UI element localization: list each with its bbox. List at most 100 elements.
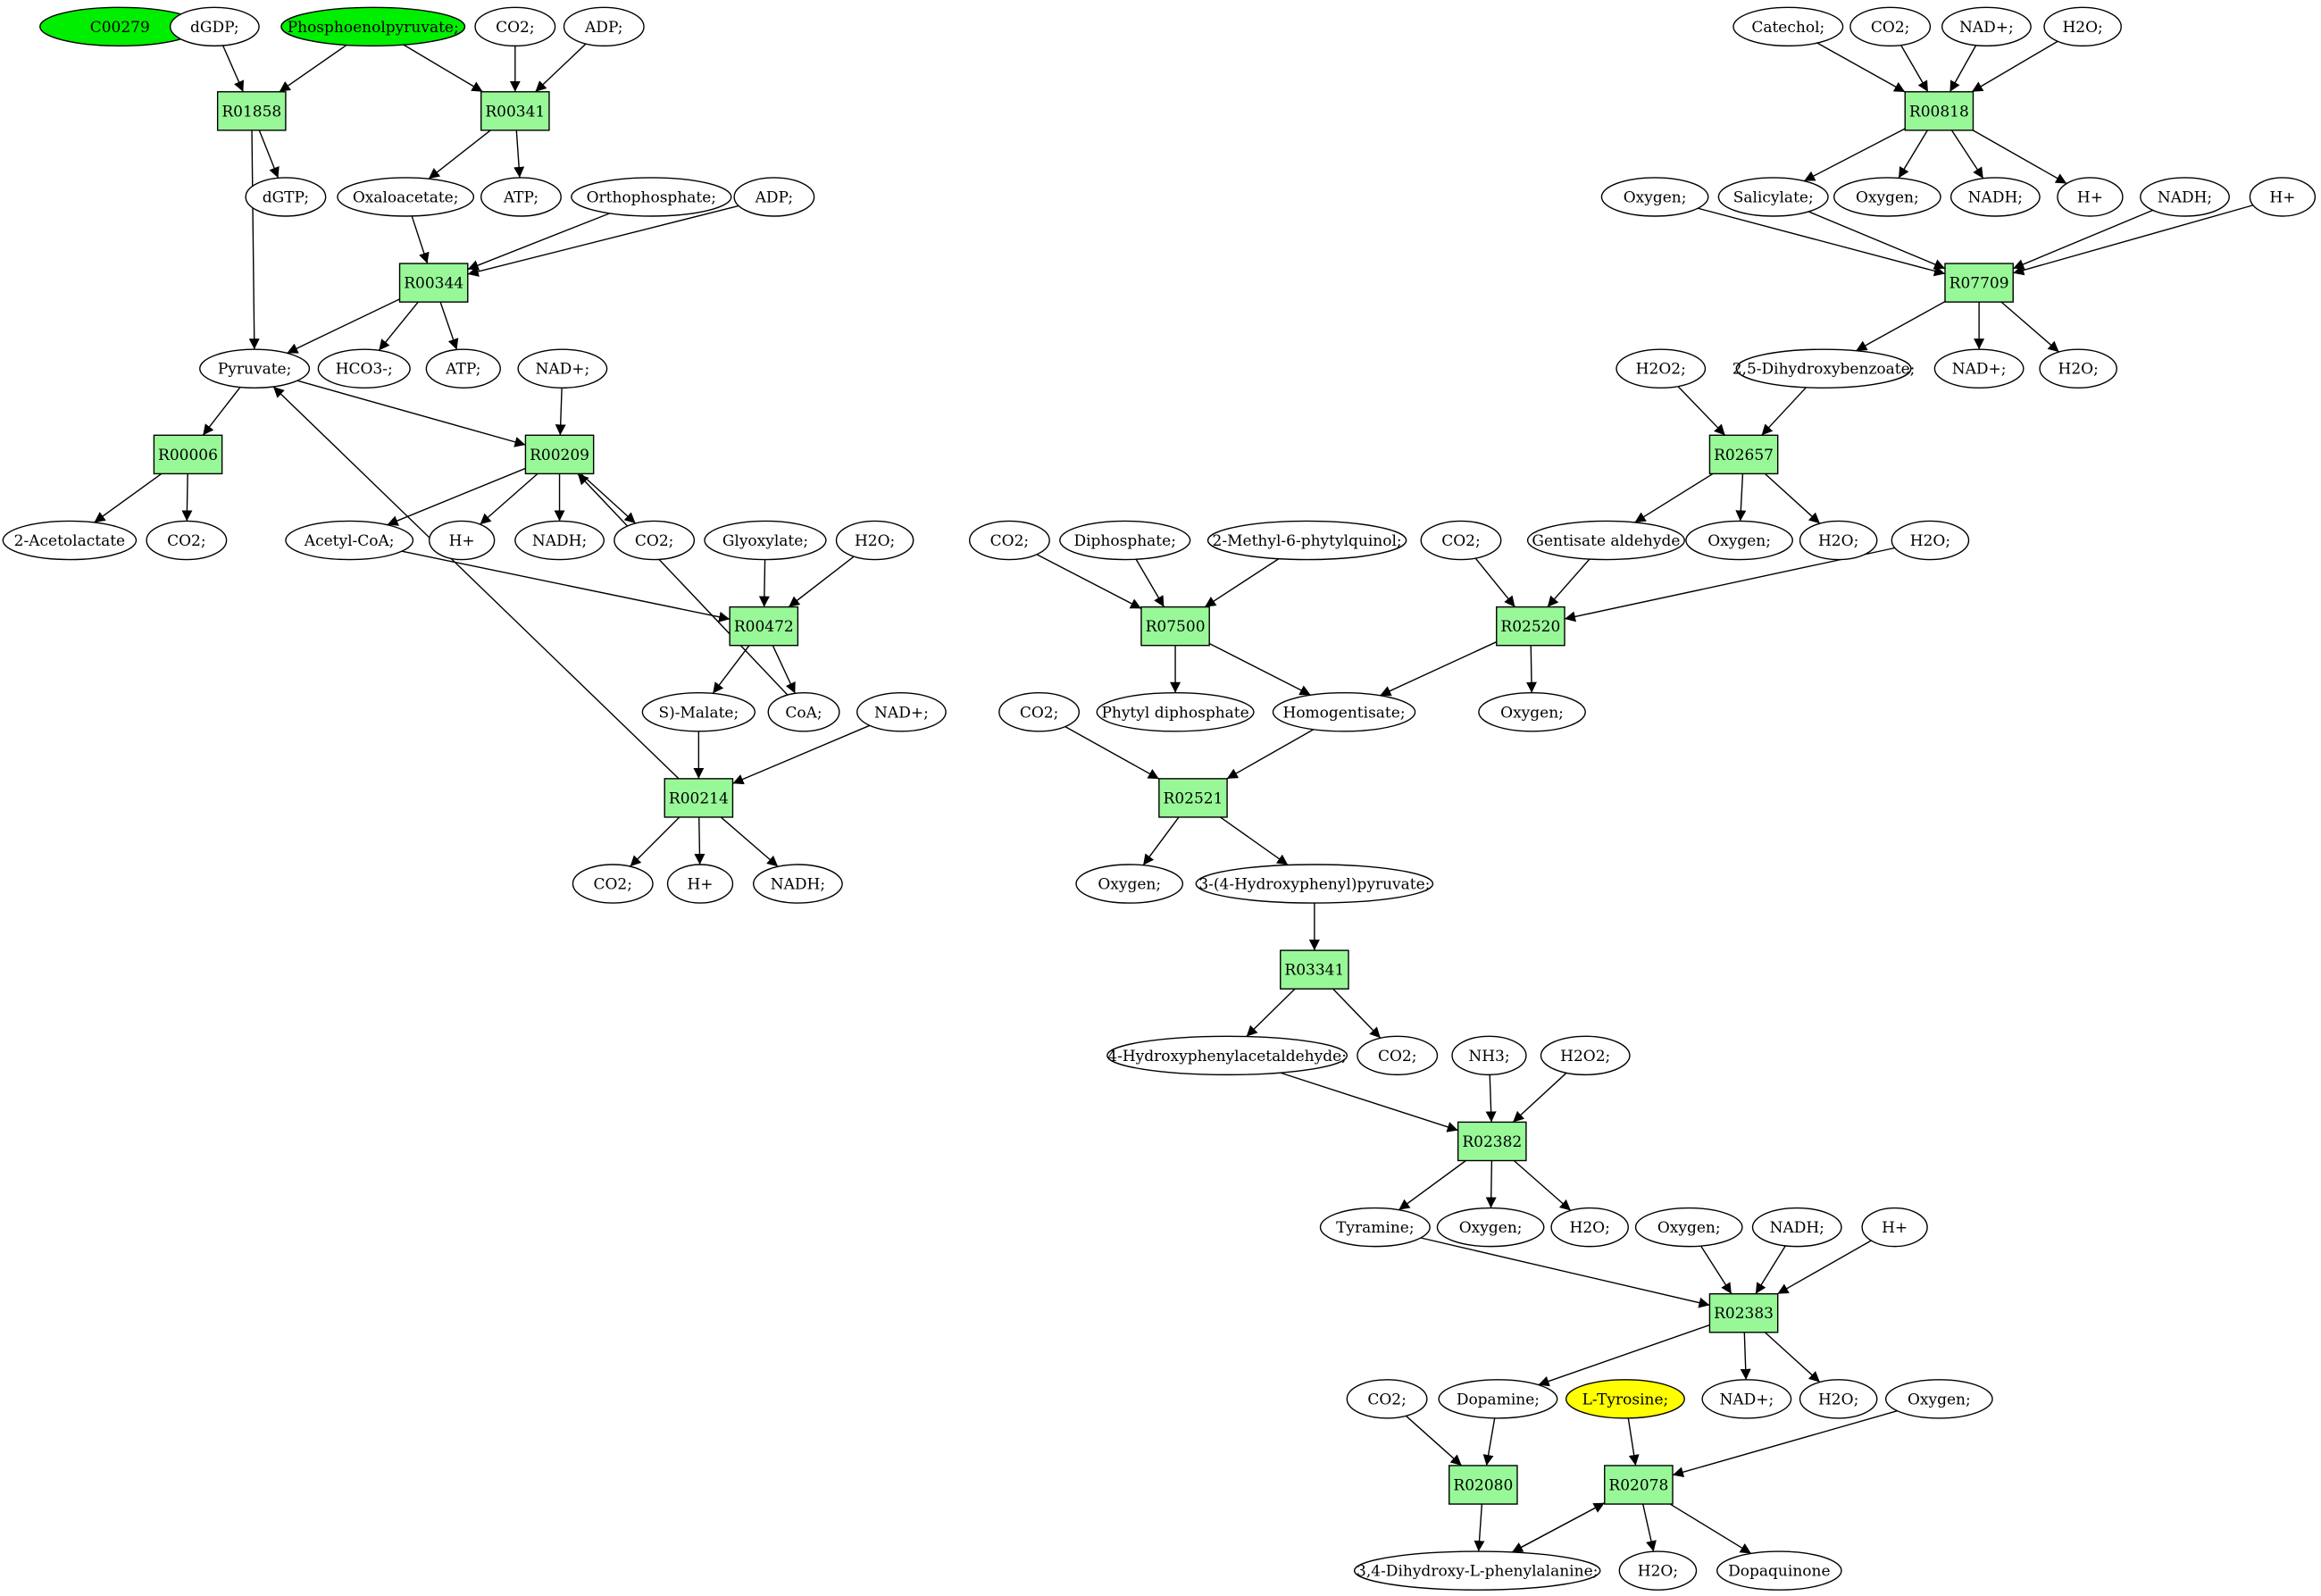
compound-node[interactable]: H2O; [2043, 6, 2122, 47]
compound-node[interactable]: H2O; [1550, 1207, 1629, 1248]
compound-node[interactable]: H+ [1861, 1207, 1928, 1248]
compound-label: Dopaquinone [1728, 1563, 1830, 1581]
compound-node[interactable]: 3-(4-Hydroxyphenyl)pyruvate; [1195, 864, 1434, 904]
compound-node[interactable]: 2,5-Dihydroxybenzoate; [1732, 348, 1916, 389]
compound-node[interactable]: Phytyl diphosphate [1096, 692, 1255, 732]
compound-node[interactable]: NAD+; [1933, 348, 2025, 389]
reaction-node[interactable]: R02383 [1708, 1292, 1779, 1333]
compound-node[interactable]: H+ [666, 864, 734, 904]
edge-c_Hp_d-to-R07709 [2013, 205, 2254, 276]
compound-node[interactable]: H2O; [2039, 348, 2117, 389]
compound-node[interactable]: H2O2; [1540, 1035, 1631, 1076]
compound-node[interactable]: CO2; [146, 520, 228, 561]
compound-node[interactable]: Oxygen; [1884, 1379, 1993, 1419]
compound-node[interactable]: NAD+; [856, 692, 947, 732]
compound-node[interactable]: Oxygen; [1685, 520, 1793, 561]
reaction-node[interactable]: R00006 [153, 434, 223, 475]
compound-node[interactable]: H2O; [1618, 1550, 1698, 1591]
reaction-node[interactable]: R01858 [216, 91, 287, 131]
reaction-node[interactable]: R03341 [1280, 949, 1349, 990]
compound-node[interactable]: ATP; [425, 348, 501, 389]
compound-node[interactable]: Oxygen; [1634, 1207, 1743, 1248]
compound-node[interactable]: NAD+; [517, 348, 608, 389]
compound-node[interactable]: 4-Hydroxyphenylacetaldehyde; [1106, 1035, 1348, 1076]
compound-node[interactable]: H2O; [1799, 1379, 1878, 1419]
compound-node[interactable]: NADH; [514, 520, 605, 561]
compound-node[interactable]: Gentisate aldehyde [1526, 520, 1685, 561]
reaction-node[interactable]: R00818 [1904, 91, 1975, 131]
reaction-node[interactable]: R02520 [1496, 606, 1565, 647]
compound-node[interactable]: H2O; [1799, 520, 1878, 561]
reaction-node[interactable]: R07709 [1944, 263, 2014, 303]
reaction-node[interactable]: R02382 [1457, 1121, 1527, 1162]
compound-node[interactable]: Catechol; [1732, 6, 1844, 47]
compound-node[interactable]: Homogentisate; [1272, 692, 1416, 732]
compound-label: Catechol; [1751, 19, 1824, 37]
reaction-node[interactable]: R00472 [729, 606, 799, 647]
compound-node[interactable]: ADP; [563, 6, 645, 47]
compound-node[interactable]: H+ [428, 520, 496, 561]
reaction-node[interactable]: R00214 [664, 778, 734, 818]
reaction-node[interactable]: R02080 [1449, 1465, 1518, 1505]
compound-node[interactable]: CO2; [474, 6, 556, 47]
compound-node[interactable]: NADH; [1949, 177, 2041, 217]
compound-node[interactable]: H+ [2057, 177, 2124, 217]
compound-node[interactable]: CO2; [1357, 1035, 1439, 1076]
compound-node[interactable]: Dopamine; [1438, 1379, 1558, 1419]
compound-node[interactable]: CO2; [1849, 6, 1932, 47]
compound-node[interactable]: CO2; [998, 692, 1081, 732]
compound-node[interactable]: NADH; [2140, 177, 2230, 217]
compound-node[interactable]: Oxygen; [1075, 864, 1184, 904]
compound-node[interactable]: Oxygen; [1478, 692, 1586, 732]
compound-node[interactable]: Oxygen; [1436, 1207, 1545, 1248]
compound-node[interactable]: Oxygen; [1833, 177, 1941, 217]
compound-node[interactable]: Acetyl-CoA; [285, 520, 414, 561]
compound-node[interactable]: dGDP; [169, 6, 260, 47]
compound-node[interactable]: S)-Malate; [641, 692, 756, 732]
compound-node[interactable]: 3,4-Dihydroxy-L-phenylalanine; [1353, 1550, 1601, 1591]
compound-node[interactable]: Orthophosphate; [571, 177, 732, 217]
reaction-node[interactable]: R07500 [1140, 606, 1210, 647]
compound-node[interactable]: Pyruvate; [199, 348, 311, 389]
compound-node[interactable]: H2O2; [1616, 348, 1707, 389]
compound-node[interactable]: Glyoxylate; [704, 520, 827, 561]
compound-node[interactable]: CO2; [968, 520, 1050, 561]
compound-node[interactable]: Salicylate; [1717, 177, 1829, 217]
compound-node[interactable]: Oxygen; [1600, 177, 1709, 217]
compound-node[interactable]: NAD+; [1701, 1379, 1792, 1419]
compound-node[interactable]: CO2; [1420, 520, 1502, 561]
compound-node[interactable]: ADP; [733, 177, 815, 217]
compound-node[interactable]: ATP; [480, 177, 562, 217]
edge-R00818-to-c_Oxygen_b [1898, 130, 1928, 179]
compound-node[interactable]: Dopaquinone [1716, 1550, 1842, 1591]
compound-node[interactable]: Phosphoenolpyruvate; [280, 6, 466, 47]
compound-node[interactable]: 2-Acetolactate [2, 520, 138, 561]
compound-node[interactable]: dGTP; [245, 177, 327, 217]
compound-node[interactable]: H2O; [1891, 520, 1970, 561]
reaction-node[interactable]: R00341 [480, 91, 550, 131]
compound-ellipse [998, 692, 1081, 732]
compound-node[interactable]: H2O; [835, 520, 914, 561]
reaction-node[interactable]: R02521 [1158, 778, 1228, 818]
compound-node[interactable]: CO2; [614, 520, 696, 561]
compound-ellipse [1565, 1379, 1685, 1419]
compound-node[interactable]: Tyramine; [1319, 1207, 1431, 1248]
compound-node[interactable]: NADH; [752, 864, 843, 904]
compound-node[interactable]: H+ [2249, 177, 2317, 217]
reaction-node[interactable]: R00344 [398, 263, 469, 303]
compound-node[interactable]: CO2; [1346, 1379, 1428, 1419]
compound-node[interactable]: Oxaloacetate; [337, 177, 475, 217]
compound-node[interactable]: NAD+; [1941, 6, 2032, 47]
compound-node[interactable]: CO2; [572, 864, 654, 904]
compound-node[interactable]: C00279 [39, 6, 201, 47]
reaction-node[interactable]: R02657 [1708, 434, 1779, 475]
compound-node[interactable]: CoA; [767, 692, 840, 732]
compound-node[interactable]: Diphosphate; [1059, 520, 1191, 561]
reaction-node[interactable]: R02078 [1604, 1465, 1674, 1505]
compound-node[interactable]: NH3; [1451, 1035, 1527, 1076]
compound-node[interactable]: NADH; [1751, 1207, 1842, 1248]
compound-node[interactable]: L-Tyrosine; [1565, 1379, 1685, 1419]
compound-node[interactable]: 2-Methyl-6-phytylquinol; [1206, 520, 1407, 561]
reaction-node[interactable]: R00209 [524, 434, 595, 475]
compound-node[interactable]: HCO3-; [317, 348, 411, 389]
